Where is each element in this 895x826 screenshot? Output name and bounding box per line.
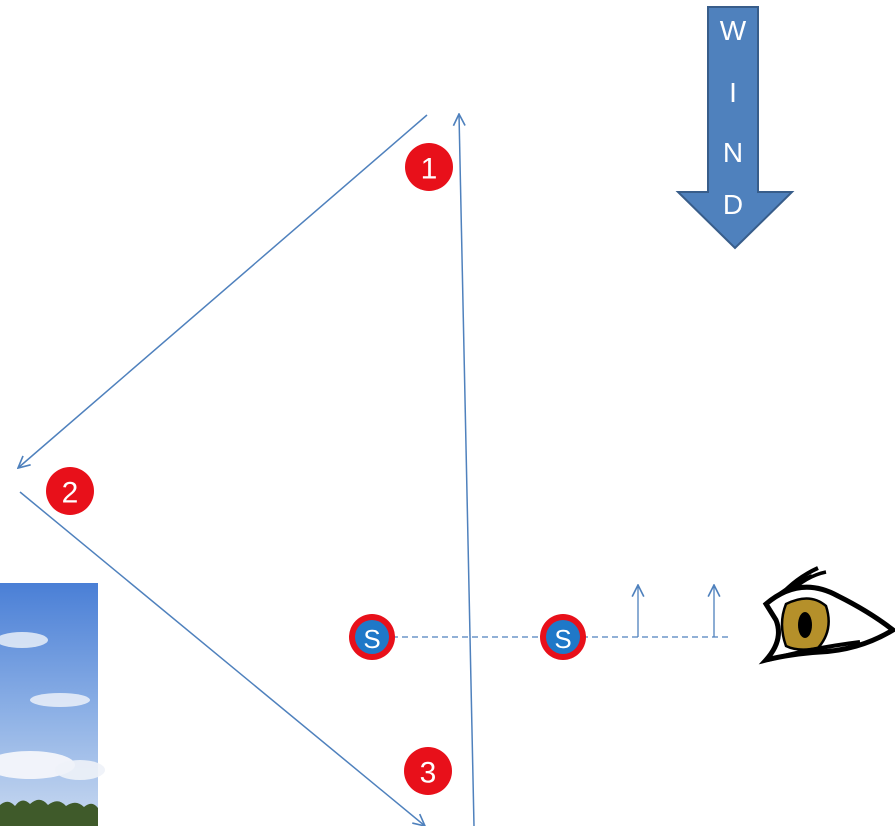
wind-letter-n: N xyxy=(723,137,743,168)
leg-3-to-1 xyxy=(459,114,475,826)
start-buoy-right-label: S xyxy=(554,624,571,654)
mark-3: 3 xyxy=(404,747,452,795)
leg-2-to-3 xyxy=(19,491,425,826)
sky-photo xyxy=(0,583,105,826)
wind-letter-d: D xyxy=(723,189,743,220)
start-direction-arrows xyxy=(638,585,714,637)
wind-letter-w: W xyxy=(720,15,747,46)
mark-1-label: 1 xyxy=(421,153,438,186)
start-buoy-left-label: S xyxy=(363,624,380,654)
mark-2-label: 2 xyxy=(62,477,79,510)
start-buoy-left: S xyxy=(349,614,395,660)
mark-3-label: 3 xyxy=(420,757,437,790)
eye-icon xyxy=(758,566,895,665)
course-lines xyxy=(18,114,475,826)
start-buoy-right: S xyxy=(540,614,586,660)
wind-arrow: W I N D xyxy=(675,6,795,250)
mark-2: 2 xyxy=(46,467,94,515)
wind-letter-i: I xyxy=(729,77,737,108)
mark-1: 1 xyxy=(405,143,453,191)
leg-1-to-2 xyxy=(18,114,428,468)
